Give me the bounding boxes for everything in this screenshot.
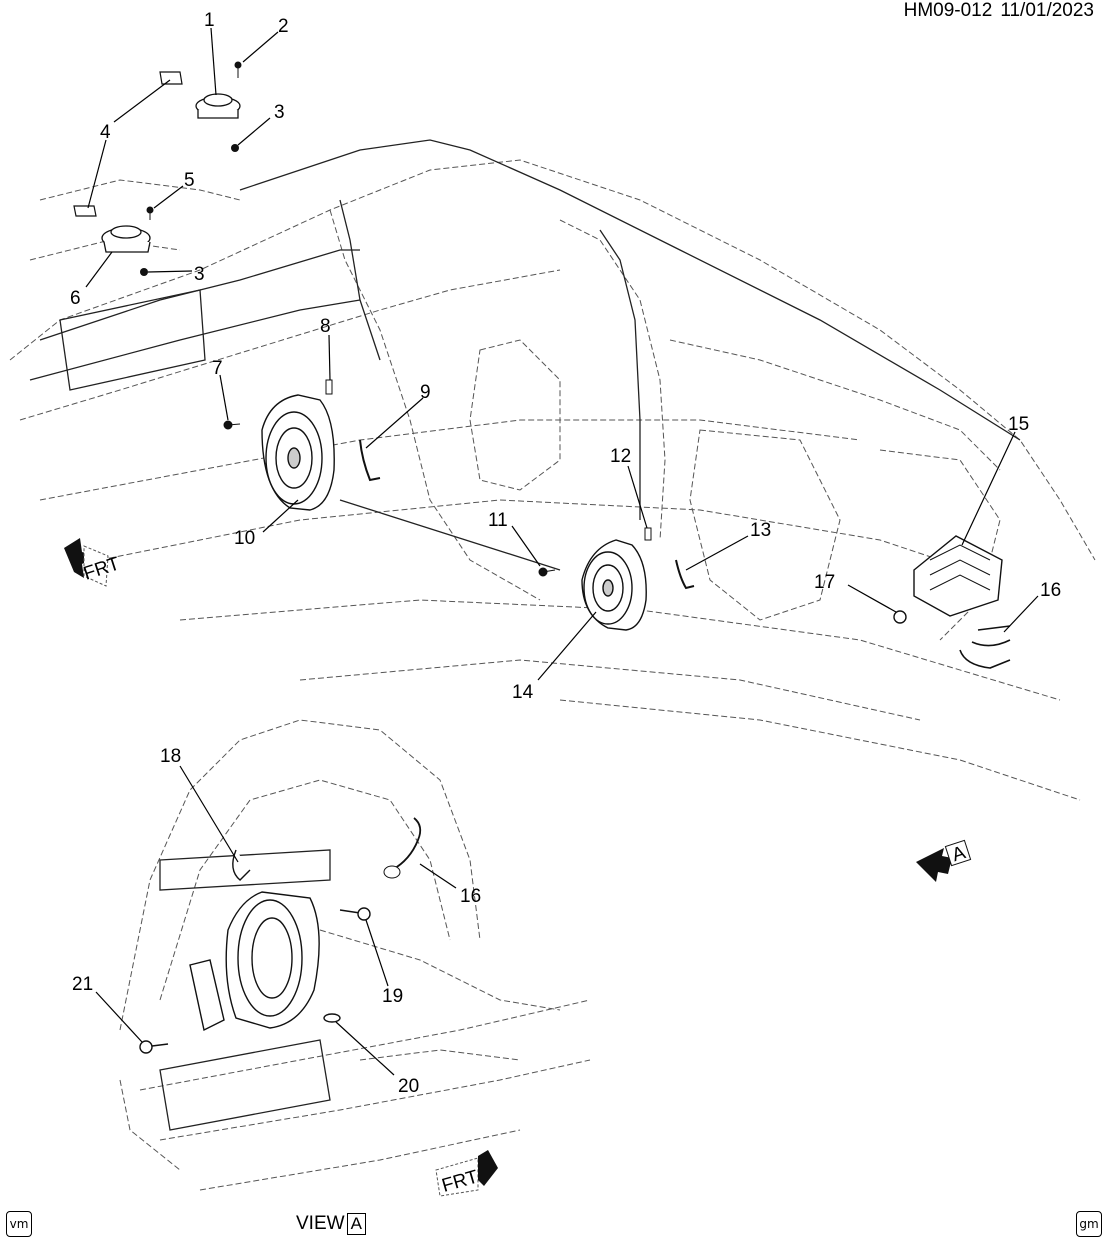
document-date: 11/01/2023 (1000, 0, 1094, 21)
leader-lines (85, 27, 1039, 1076)
document-id: HM09-012 11/01/2023 (896, 0, 1094, 22)
callout-5: 5 (184, 170, 195, 191)
callout-2: 2 (278, 16, 289, 37)
tweeter-upper (195, 93, 241, 119)
callout-labels: 1 2 3 4 5 3 6 7 8 9 10 11 12 13 14 15 16… (70, 10, 1061, 1097)
callout-18: 18 (160, 746, 181, 767)
nut-20 (323, 1013, 341, 1023)
nut-3b (140, 268, 148, 276)
screw-2 (234, 61, 242, 78)
harness-16-lower (391, 817, 422, 871)
callout-8: 8 (320, 316, 331, 337)
callout-15: 15 (1008, 414, 1029, 435)
screw-7 (223, 420, 241, 430)
harness-13 (675, 559, 695, 590)
amplifier (913, 535, 1003, 617)
view-label-prefix: VIEW (296, 1213, 345, 1234)
callout-21: 21 (72, 974, 93, 995)
harness-9 (359, 439, 381, 482)
callout-19: 19 (382, 986, 403, 1007)
tweeter-lower (101, 225, 151, 253)
subwoofer (189, 849, 320, 1032)
connector-16-lower (383, 865, 401, 879)
document-code: HM09-012 (903, 0, 993, 21)
vehicle-body-outline (9, 159, 1096, 801)
callout-7: 7 (212, 358, 223, 379)
rear-door-speaker (581, 539, 647, 631)
callout-14: 14 (512, 682, 534, 703)
callout-12: 12 (610, 446, 631, 467)
connector-4 (73, 71, 183, 217)
front-arrow-icon: FRT (64, 538, 123, 587)
view-label: VIEW A (296, 1213, 366, 1235)
screw-11 (538, 567, 556, 577)
gm-logo-icon: gm (1076, 1211, 1102, 1237)
callout-3a: 3 (274, 102, 285, 123)
callout-3b: 3 (194, 264, 205, 285)
bolt-19 (339, 907, 371, 921)
callout-20: 20 (398, 1076, 419, 1097)
nut-17 (893, 610, 907, 624)
bolt-21 (139, 1040, 169, 1054)
view-label-letter: A (346, 1213, 366, 1235)
front-arrow-icon-lower: FRT (435, 1150, 498, 1197)
callout-6: 6 (70, 288, 81, 309)
gm-logo-text: gm (1079, 1217, 1099, 1231)
callout-11: 11 (488, 510, 508, 531)
harness-16-upper (959, 625, 1011, 669)
front-door-speaker (261, 394, 335, 511)
view-arrow-icon: A (916, 839, 972, 882)
view-a-body-outline (119, 719, 591, 1191)
clip-12 (644, 527, 652, 541)
callout-4: 4 (100, 122, 111, 143)
clip-8 (325, 379, 333, 395)
screw-5 (146, 206, 154, 220)
vm-logo-icon: vm (6, 1211, 32, 1237)
callout-16b: 16 (460, 886, 481, 907)
callout-10: 10 (234, 528, 255, 549)
callout-13: 13 (750, 520, 771, 541)
callout-9: 9 (420, 382, 431, 403)
callout-1: 1 (204, 10, 215, 31)
view-a-bracket (159, 849, 331, 1131)
vm-logo-text: vm (9, 1217, 29, 1231)
callout-17: 17 (814, 572, 835, 593)
vehicle-body-solid (29, 139, 1021, 571)
callout-16a: 16 (1040, 580, 1061, 601)
nut-3a (231, 144, 239, 152)
